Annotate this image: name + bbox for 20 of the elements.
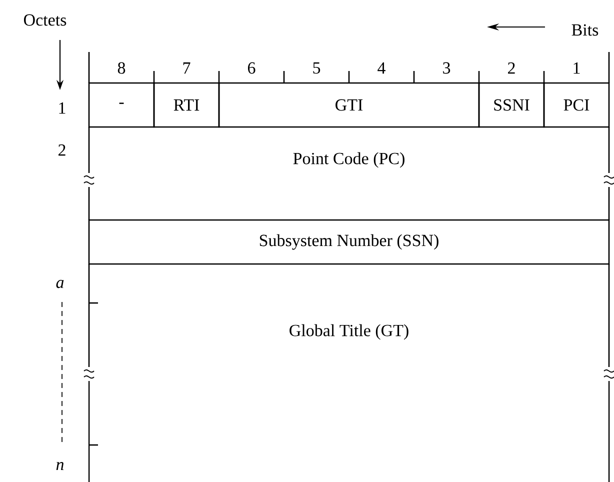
octet-number: n: [56, 462, 64, 470]
axis-label: Octets: [24, 14, 66, 26]
field-box: GTI: [218, 82, 480, 128]
octet-number: a: [56, 280, 64, 288]
bit-number: 7: [183, 62, 190, 74]
field-box: Point Code (PC): [84, 127, 614, 220]
field-box: Subsystem Number (SSN): [88, 219, 610, 265]
bit-number: 3: [443, 62, 450, 74]
axis-label: Bits: [572, 24, 598, 36]
bit-number: 6: [248, 62, 256, 74]
bit-number: 8: [118, 62, 126, 74]
octet-number: 2: [58, 144, 66, 156]
field-box: -: [88, 82, 155, 128]
field-box: Global Title (GT): [84, 264, 614, 482]
field-box: PCI: [543, 82, 610, 128]
bit-number: 2: [508, 62, 515, 74]
octet-number: 1: [59, 102, 66, 114]
field-box: RTI: [153, 82, 220, 128]
field-box: SSNI: [478, 82, 545, 128]
bit-number: 1: [574, 62, 580, 74]
